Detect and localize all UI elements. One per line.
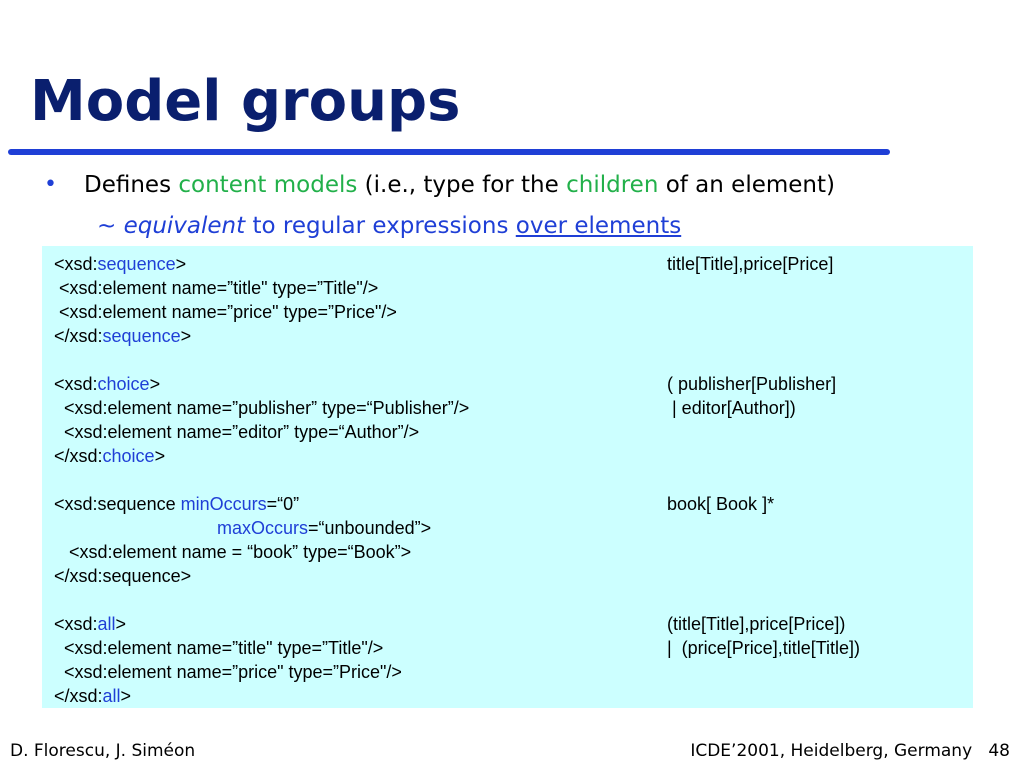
code-keyword: maxOccurs xyxy=(217,518,309,538)
code-text: > xyxy=(120,686,132,706)
regex-line: | editor[Author]) xyxy=(667,398,796,418)
code-line: maxOccurs=“unbounded”> xyxy=(217,516,431,540)
footer-venue-page: ICDE’2001, Heidelberg, Germany 48 xyxy=(690,740,1010,762)
code-line: <xsd:sequence minOccurs=“0” xyxy=(54,492,299,516)
code-line: <xsd:element name=”price" type=”Price"/> xyxy=(54,302,397,322)
code-line: </xsd:sequence> xyxy=(54,324,191,348)
code-line: <xsd:all> xyxy=(54,612,126,636)
code-line: <xsd:element name = “book” type=“Book”> xyxy=(54,542,412,562)
code-line: </xsd:choice> xyxy=(54,444,165,468)
code-text: > xyxy=(180,326,192,346)
title-underline xyxy=(8,149,890,155)
code-example-box: <xsd:sequence> <xsd:element name=”title"… xyxy=(42,246,973,708)
code-text: > xyxy=(175,254,187,274)
code-text: <xsd: xyxy=(54,374,98,394)
highlight-content-models: content models xyxy=(178,172,358,198)
bullet-text-part: of an element) xyxy=(658,172,835,198)
code-line: <xsd:element name=”editor” type=“Author”… xyxy=(54,422,420,442)
code-line: <xsd:element name=”publisher” type=“Publ… xyxy=(54,398,470,418)
code-line: <xsd:choice> xyxy=(54,372,160,396)
sub-bullet: ~ equivalent to regular expressions over… xyxy=(97,211,681,241)
code-text: </xsd: xyxy=(54,326,103,346)
regex-line: | (price[Price],title[Title]) xyxy=(667,638,861,658)
code-text: <xsd:sequence xyxy=(54,494,181,514)
code-keyword: all xyxy=(102,686,121,706)
regex-line: ( publisher[Publisher] xyxy=(667,374,837,394)
code-text: <xsd: xyxy=(54,254,98,274)
code-keyword: minOccurs xyxy=(180,494,267,514)
bullet-text-part: Defines xyxy=(84,172,179,198)
regex-line: title[Title],price[Price] xyxy=(667,254,834,274)
code-text: =“0” xyxy=(266,494,300,514)
code-line: <xsd:element name=”price" type=”Price"/> xyxy=(54,662,402,682)
code-keyword: choice xyxy=(97,374,150,394)
code-keyword: choice xyxy=(102,446,155,466)
code-text: </xsd: xyxy=(54,686,103,706)
code-line: <xsd:element name=”title" type=”Title"/> xyxy=(54,638,384,658)
code-keyword: sequence xyxy=(102,326,181,346)
highlight-children: children xyxy=(566,172,659,198)
code-text: > xyxy=(115,614,127,634)
footer-authors: D. Florescu, J. Siméon xyxy=(10,741,196,761)
bullet-text: Defines content models (i.e., type for t… xyxy=(84,170,835,200)
sub-text-part: ~ xyxy=(97,213,124,239)
code-line: </xsd:all> xyxy=(54,684,131,708)
code-text: =“unbounded”> xyxy=(308,518,432,538)
code-text: > xyxy=(154,446,166,466)
code-line: <xsd:element name=”title" type=”Title"/> xyxy=(54,278,379,298)
regex-line: book[ Book ]* xyxy=(667,494,775,514)
sub-underlined: over elements xyxy=(515,213,682,239)
sub-text-part: to regular expressions xyxy=(245,213,516,239)
code-text: > xyxy=(149,374,161,394)
bullet-text-part: (i.e., type for the xyxy=(357,172,567,198)
code-line: <xsd:sequence> xyxy=(54,252,186,276)
regex-line: (title[Title],price[Price]) xyxy=(667,614,846,634)
code-keyword: sequence xyxy=(97,254,176,274)
footer-venue: ICDE’2001, Heidelberg, Germany xyxy=(690,741,973,761)
slide-title: Model groups xyxy=(30,69,461,134)
sub-emphasis: equivalent xyxy=(123,213,246,239)
code-text: <xsd: xyxy=(54,614,98,634)
page-number: 48 xyxy=(988,741,1010,761)
code-line: </xsd:sequence> xyxy=(54,566,192,586)
code-text: </xsd: xyxy=(54,446,103,466)
bullet-marker: • xyxy=(44,172,57,197)
code-keyword: all xyxy=(97,614,116,634)
